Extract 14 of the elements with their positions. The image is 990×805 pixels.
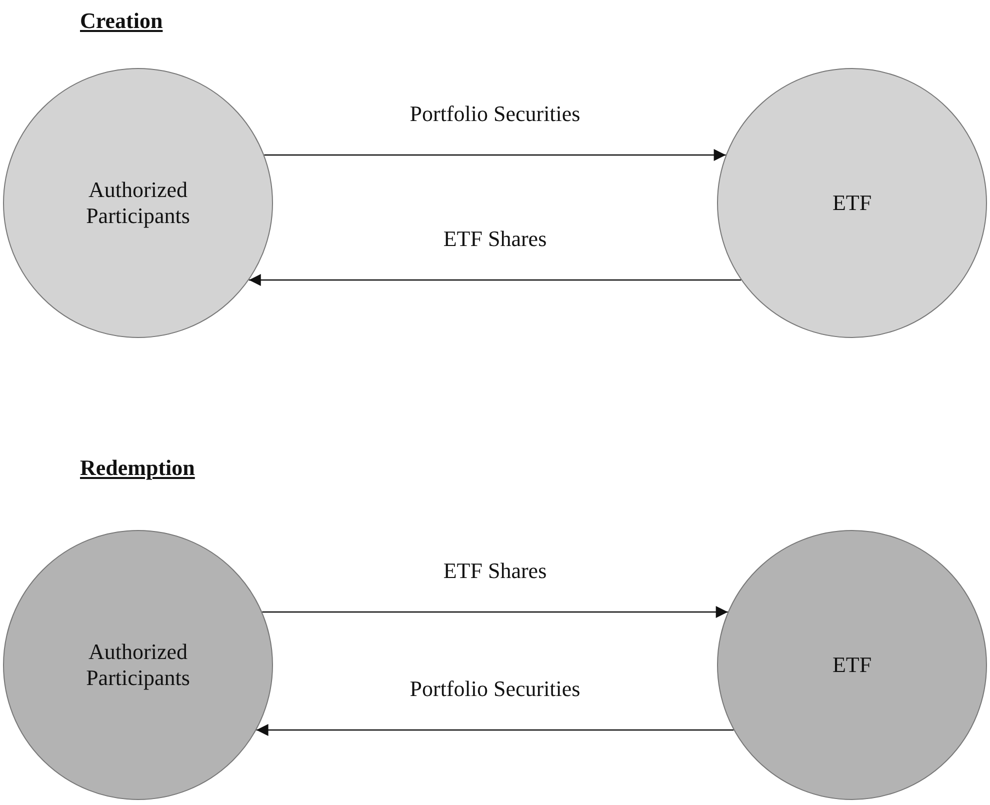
- arrow: [256, 724, 734, 736]
- node-label: ETF: [832, 190, 872, 216]
- arrow: [262, 606, 728, 618]
- edge-label: Portfolio Securities: [410, 101, 580, 127]
- node-label: ETF: [832, 652, 872, 678]
- section-heading: Redemption: [80, 455, 195, 481]
- arrow: [248, 274, 742, 286]
- node-label: Authorized Participants: [85, 638, 191, 692]
- edge-label: ETF Shares: [443, 226, 547, 252]
- node-label: Authorized Participants: [85, 176, 191, 230]
- arrow: [264, 149, 726, 161]
- edge-label: ETF Shares: [443, 558, 547, 584]
- edge-label: Portfolio Securities: [410, 676, 580, 702]
- section-heading: Creation: [80, 8, 163, 34]
